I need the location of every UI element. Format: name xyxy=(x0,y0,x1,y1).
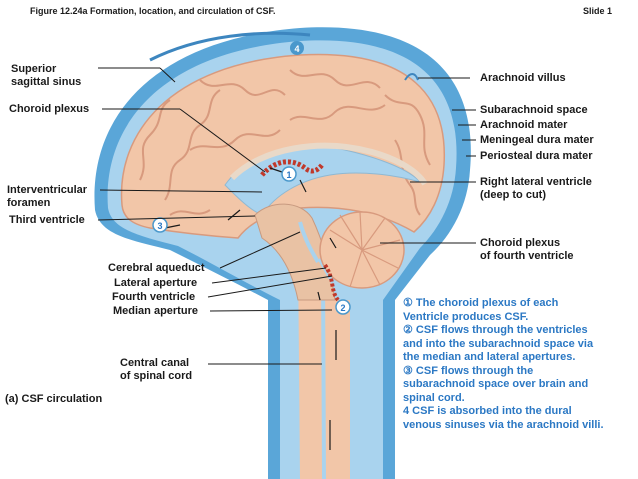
label-choroid-plexus: Choroid plexus xyxy=(9,103,90,115)
marker-1: 1 xyxy=(286,170,291,180)
step-line: and into the subarachnoid space via xyxy=(403,337,594,350)
cerebrum xyxy=(120,53,446,239)
step-line: the median and lateral apertures. xyxy=(403,351,576,363)
marker-4-circle xyxy=(290,41,304,55)
label-arachnoid-villus: Arachnoid villus xyxy=(480,72,566,84)
step-line: ② CSF flows through the ventricles xyxy=(403,324,588,336)
marker-2: 2 xyxy=(340,303,345,313)
label-subarachnoid-space: Subarachnoid space xyxy=(480,104,588,116)
label-interventricular-foramen: Interventricular foramen xyxy=(7,184,88,209)
label-choroid-plexus-fourth: Choroid plexus of fourth ventricle xyxy=(480,237,574,262)
csf-steps: ① The choroid plexus of each Ventricle p… xyxy=(403,297,635,432)
label-right-lateral-ventricle: Right lateral ventricle (deep to cut) xyxy=(480,176,592,201)
label-periosteal-dura: Periosteal dura mater xyxy=(480,150,593,162)
leader-lines xyxy=(97,67,476,365)
label-superior-sagittal-sinus: Superior sagittal sinus xyxy=(11,63,82,88)
label-cerebral-aqueduct: Cerebral aqueduct xyxy=(108,262,205,274)
cerebellum-folia xyxy=(329,211,401,288)
step-line: venous sinuses via the arachnoid villi. xyxy=(403,418,604,431)
marker-4: 4 xyxy=(294,44,299,54)
step-line: 4 CSF is absorbed into the dural xyxy=(403,405,572,417)
choroid-plexus-fourth xyxy=(323,263,340,302)
label-lateral-aperture: Lateral aperture xyxy=(114,277,198,289)
flow-arrows xyxy=(164,167,337,450)
label-median-aperture: Median aperture xyxy=(113,305,198,317)
step-line: ③ CSF flows through the xyxy=(403,364,534,377)
label-central-canal: Central canal of spinal cord xyxy=(120,357,193,382)
step-line: ① The choroid plexus of each xyxy=(403,297,559,309)
figure-title: Figure 12.24a Formation, location, and c… xyxy=(30,6,276,16)
superior-sagittal-sinus xyxy=(149,31,311,62)
step-line: Ventricle produces CSF. xyxy=(403,310,529,323)
marker-3: 3 xyxy=(157,221,162,231)
label-fourth-ventricle: Fourth ventricle xyxy=(112,291,196,303)
step-line: subarachnoid space over brain and xyxy=(403,378,589,390)
label-arachnoid-mater: Arachnoid mater xyxy=(480,119,568,131)
label-meningeal-dura: Meningeal dura mater xyxy=(480,134,594,146)
slide-number: Slide 1 xyxy=(583,6,613,16)
label-third-ventricle: Third ventricle xyxy=(9,214,85,226)
marker-2-circle xyxy=(335,299,351,315)
step-line: spinal cord. xyxy=(403,391,465,404)
cerebral-aqueduct xyxy=(298,221,320,264)
central-canal xyxy=(321,269,326,479)
figure-caption: (a) CSF circulation xyxy=(5,393,103,405)
choroid-plexus-third xyxy=(260,159,324,177)
arachnoid-villus xyxy=(404,73,419,81)
corpus-callosum xyxy=(229,142,428,186)
marker-1-circle xyxy=(281,166,297,182)
